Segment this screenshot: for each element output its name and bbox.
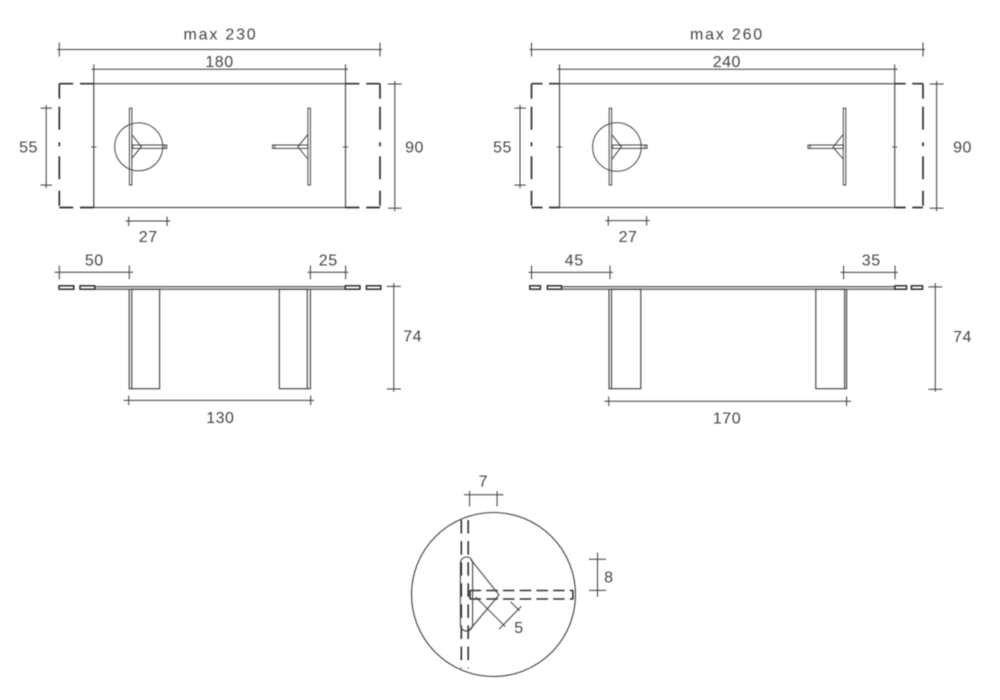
svg-text:90: 90: [953, 139, 972, 156]
svg-text:max 230: max 230: [184, 27, 258, 44]
svg-text:7: 7: [479, 474, 488, 491]
svg-text:35: 35: [862, 252, 881, 269]
svg-text:180: 180: [205, 54, 233, 71]
svg-text:5: 5: [514, 620, 523, 637]
svg-text:74: 74: [953, 329, 972, 346]
svg-text:55: 55: [493, 139, 512, 156]
svg-text:240: 240: [713, 54, 741, 71]
svg-text:27: 27: [619, 229, 638, 246]
svg-text:90: 90: [405, 139, 424, 156]
svg-text:55: 55: [19, 139, 38, 156]
svg-text:50: 50: [85, 252, 104, 269]
svg-text:8: 8: [604, 570, 613, 587]
svg-text:74: 74: [403, 329, 422, 346]
svg-text:45: 45: [565, 252, 584, 269]
svg-text:25: 25: [319, 252, 338, 269]
svg-text:170: 170: [713, 411, 741, 428]
svg-text:max 260: max 260: [690, 27, 764, 44]
svg-text:130: 130: [206, 410, 234, 427]
svg-text:27: 27: [139, 229, 158, 246]
